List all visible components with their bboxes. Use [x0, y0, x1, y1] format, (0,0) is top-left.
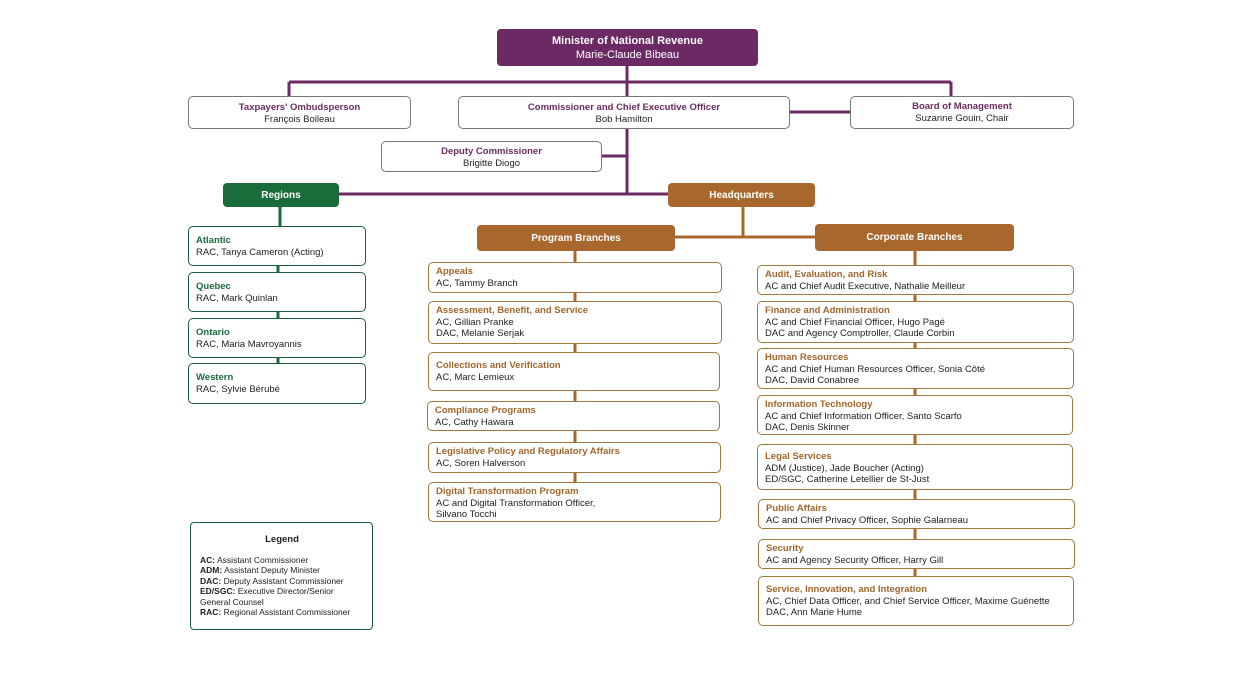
branch-title: Collections and Verification — [436, 360, 561, 371]
minister-name: Marie-Claude Bibeau — [575, 48, 680, 61]
branch-title: Security — [766, 543, 804, 554]
program-branches-header: Program Branches — [477, 225, 675, 251]
branch-line: AC, Cathy Hawara — [435, 416, 514, 428]
branch-line: DAC and Agency Comptroller, Claude Corbi… — [765, 328, 955, 339]
legend-box: Legend AC: Assistant Commissioner ADM: A… — [190, 522, 373, 630]
branch-line: AC, Chief Data Officer, and Chief Servic… — [766, 595, 1050, 607]
corporate-audit: Audit, Evaluation, and Risk AC and Chief… — [757, 265, 1074, 295]
corporate-security: Security AC and Agency Security Officer,… — [758, 539, 1075, 569]
branch-title: Compliance Programs — [435, 405, 536, 416]
legend-text: Assistant Deputy Minister — [224, 565, 321, 575]
branch-line: AC and Chief Privacy Officer, Sophie Gal… — [766, 514, 969, 526]
legend-text: Assistant Commissioner — [217, 554, 309, 565]
legend-entry: AC: Assistant Commissioner — [200, 555, 364, 566]
legend-abbr: RAC: — [200, 607, 222, 617]
branch-line: DAC, Denis Skinner — [765, 422, 850, 433]
branch-title: Assessment, Benefit, and Service — [436, 305, 589, 316]
region-ontario: Ontario RAC, Maria Mavroyannis — [188, 318, 366, 358]
legend-entry: ED/SGC: Executive Director/Senior Genera… — [200, 586, 364, 607]
branch-line: AC, Marc Lemieux — [436, 371, 515, 383]
corporate-hr: Human Resources AC and Chief Human Resou… — [757, 348, 1074, 389]
legend-abbr: ED/SGC: — [200, 586, 236, 596]
region-quebec: Quebec RAC, Mark Quinlan — [188, 272, 366, 312]
region-title: Atlantic — [196, 235, 231, 246]
board-title: Board of Management — [912, 101, 1012, 112]
branch-line: DAC, David Conabree — [765, 375, 859, 386]
branch-line: AC and Chief Information Officer, Santo … — [765, 410, 962, 422]
minister-title: Minister of National Revenue — [552, 34, 703, 47]
branch-title: Digital Transformation Program — [436, 486, 579, 497]
region-title: Western — [196, 372, 234, 383]
branch-line: AC and Chief Human Resources Officer, So… — [765, 363, 986, 375]
board-name: Suzanne Gouin, Chair — [915, 112, 1009, 124]
branch-title: Human Resources — [765, 352, 849, 363]
branch-title: Service, Innovation, and Integration — [766, 584, 927, 595]
legend-entry: RAC: Regional Assistant Commissioner — [200, 607, 364, 618]
minister-box: Minister of National Revenue Marie-Claud… — [497, 29, 758, 66]
region-title: Quebec — [196, 281, 231, 292]
program-assessment: Assessment, Benefit, and Service AC, Gil… — [428, 301, 722, 344]
branch-line: AC and Digital Transformation Officer, — [436, 497, 596, 509]
branch-line: AC, Tammy Branch — [436, 277, 518, 289]
legend-text: Deputy Assistant Commissioner — [223, 575, 344, 586]
region-line: RAC, Maria Mavroyannis — [196, 338, 302, 350]
branch-title: Public Affairs — [766, 503, 827, 514]
region-line: RAC, Tanya Cameron (Acting) — [196, 246, 324, 258]
commissioner-title: Commissioner and Chief Executive Officer — [527, 102, 721, 113]
corporate-finance: Finance and Administration AC and Chief … — [757, 301, 1074, 343]
legend-text: Regional Assistant Commissioner — [223, 607, 351, 617]
region-western: Western RAC, Sylvie Bérubé — [188, 363, 366, 404]
legend-entry: DAC: Deputy Assistant Commissioner — [200, 576, 364, 587]
legend-title: Legend — [265, 534, 299, 545]
branch-title: Legislative Policy and Regulatory Affair… — [436, 446, 620, 457]
deputy-title: Deputy Commissioner — [441, 146, 542, 157]
commissioner-box: Commissioner and Chief Executive Officer… — [458, 96, 790, 129]
region-atlantic: Atlantic RAC, Tanya Cameron (Acting) — [188, 226, 366, 266]
legend-text: Executive Director/Senior General Counse… — [200, 586, 334, 607]
region-title: Ontario — [196, 327, 230, 338]
branch-line: AC, Gillian Pranke — [436, 316, 514, 328]
program-collections: Collections and Verification AC, Marc Le… — [428, 352, 720, 391]
branch-line: Silvano Tocchi — [436, 509, 497, 520]
branch-line: AC and Chief Audit Executive, Nathalie M… — [765, 280, 966, 292]
branch-title: Audit, Evaluation, and Risk — [765, 269, 888, 280]
corporate-legal: Legal Services ADM (Justice), Jade Bouch… — [757, 444, 1073, 490]
commissioner-name: Bob Hamilton — [595, 113, 653, 125]
region-line: RAC, Mark Quinlan — [196, 292, 278, 304]
corporate-service-innovation: Service, Innovation, and Integration AC,… — [758, 576, 1074, 626]
program-legislative: Legislative Policy and Regulatory Affair… — [428, 442, 721, 473]
legend-abbr: AC: — [200, 554, 216, 565]
branch-title: Appeals — [436, 266, 473, 277]
corporate-it: Information Technology AC and Chief Info… — [757, 395, 1073, 435]
branch-line: ED/SGC, Catherine Letellier de St-Just — [765, 474, 930, 485]
branch-line: AC and Chief Financial Officer, Hugo Pag… — [765, 316, 945, 328]
corporate-public-affairs: Public Affairs AC and Chief Privacy Offi… — [758, 499, 1075, 529]
branch-line: DAC, Melanie Serjak — [436, 328, 525, 339]
branch-line: AC, Soren Halverson — [436, 457, 526, 469]
region-line: RAC, Sylvie Bérubé — [196, 383, 280, 395]
legend-abbr: DAC: — [200, 575, 222, 586]
board-box: Board of Management Suzanne Gouin, Chair — [850, 96, 1074, 129]
branch-title: Finance and Administration — [765, 305, 890, 316]
program-compliance: Compliance Programs AC, Cathy Hawara — [427, 401, 720, 431]
corporate-branches-header: Corporate Branches — [815, 224, 1014, 251]
regions-header: Regions — [223, 183, 339, 207]
deputy-box: Deputy Commissioner Brigitte Diogo — [381, 141, 602, 172]
program-appeals: Appeals AC, Tammy Branch — [428, 262, 722, 293]
program-digital: Digital Transformation Program AC and Di… — [428, 482, 721, 522]
ombudsperson-box: Taxpayers' Ombudsperson François Boileau — [188, 96, 411, 129]
deputy-name: Brigitte Diogo — [462, 157, 521, 169]
branch-line: DAC, Ann Marie Hume — [766, 607, 863, 618]
ombudsperson-title: Taxpayers' Ombudsperson — [238, 102, 361, 113]
headquarters-header: Headquarters — [668, 183, 815, 207]
branch-line: ADM (Justice), Jade Boucher (Acting) — [765, 462, 924, 474]
branch-line: AC and Agency Security Officer, Harry Gi… — [766, 554, 944, 566]
legend-entry: ADM: Assistant Deputy Minister — [200, 565, 364, 576]
ombudsperson-name: François Boileau — [264, 113, 335, 125]
branch-title: Information Technology — [765, 399, 873, 410]
legend-abbr: ADM: — [200, 565, 223, 575]
branch-title: Legal Services — [765, 451, 832, 462]
